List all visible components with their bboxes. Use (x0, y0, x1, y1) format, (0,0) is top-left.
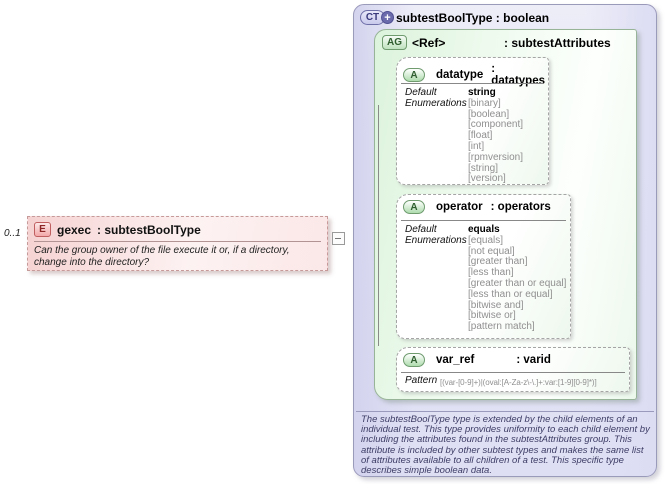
element-card-gexec[interactable]: E gexec : subtestBoolType Can the group … (27, 216, 328, 271)
complex-type-badge[interactable]: CT + (360, 10, 394, 25)
divider (401, 83, 544, 84)
enum-value: [less than] (468, 267, 514, 279)
attribute-facets: Pattern [(var-[0-9]+)|(oval:[A-Za-z\-\.]… (405, 375, 627, 389)
complex-type-card: CT + subtestBoolType : boolean AG <Ref> … (353, 4, 657, 477)
attribute-type: : operators (490, 201, 551, 213)
attribute-facets: Default Enumerations string [binary] [bo… (405, 87, 546, 185)
enum-value: [bitwise or] (468, 310, 516, 322)
facet-label-enumerations: Enumerations (405, 97, 467, 109)
expand-plus-icon[interactable]: + (381, 11, 394, 24)
enum-value: [rpmversion] (468, 151, 524, 163)
attribute-name: var_ref (436, 354, 475, 366)
enum-value: [greater than or equal] (468, 277, 567, 289)
enum-value: [string] (468, 162, 499, 174)
attribute-group-badge: AG (382, 35, 407, 50)
facet-label-default: Default (405, 224, 437, 235)
element-documentation: Can the group owner of the file execute … (34, 245, 290, 268)
element-badge: E (34, 222, 51, 237)
pattern-value: [(var-[0-9]+)|(oval:[A-Za-z\-\.]+:var:[1… (440, 378, 597, 387)
divider (401, 220, 566, 221)
attribute-card-datatype[interactable]: A datatype : datatypes Default Enumerati… (396, 57, 549, 185)
attribute-name: datatype (436, 69, 484, 81)
divider (34, 241, 321, 242)
attribute-badge: A (403, 353, 425, 367)
attribute-header: A operator : operators (403, 200, 551, 214)
collapse-dash-icon (335, 238, 341, 239)
enum-value: [component] (468, 119, 524, 131)
element-name: gexec (57, 223, 92, 237)
attribute-card-var-ref[interactable]: A var_ref : varid Pattern [(var-[0-9]+)|… (396, 347, 630, 392)
attribute-facets: Default Enumerations equals [equals] [no… (405, 224, 568, 333)
enum-value: [less than or equal] (468, 288, 553, 300)
attribute-badge: A (403, 200, 425, 214)
divider (356, 411, 654, 412)
enum-value: [boolean] (468, 108, 510, 120)
facet-label-pattern: Pattern (405, 375, 438, 386)
facet-label-enumerations: Enumerations (405, 234, 467, 246)
enum-value: [equals] (468, 234, 504, 246)
enum-value: [version] (468, 173, 506, 185)
attribute-group-name: <Ref> (412, 36, 446, 50)
attribute-name: operator (436, 201, 483, 213)
attribute-header: A datatype : datatypes (403, 63, 548, 87)
complex-type-title: subtestBoolType : boolean (396, 11, 550, 25)
default-value: string (468, 87, 496, 98)
attribute-type: : varid (516, 354, 551, 366)
default-value: equals (468, 224, 500, 235)
enum-value: [binary] (468, 97, 501, 109)
collapse-toggle[interactable] (332, 232, 345, 245)
attribute-group-type: : subtestAttributes (504, 36, 611, 50)
attribute-card-operator[interactable]: A operator : operators Default Enumerati… (396, 194, 571, 339)
enum-value: [not equal] (468, 245, 515, 257)
facet-label-default: Default (405, 87, 437, 98)
enum-value: [pattern match] (468, 321, 535, 333)
connector-bus-line (378, 105, 379, 346)
type-annotation: The subtestBoolType type is extended by … (361, 414, 650, 477)
enum-value: [bitwise and] (468, 299, 524, 311)
enum-value: [float] (468, 130, 493, 142)
attribute-header: A var_ref : varid (403, 353, 551, 367)
attribute-type: : datatypes (491, 63, 545, 87)
divider (401, 372, 625, 373)
enum-value: [greater than] (468, 256, 528, 268)
cardinality-label: 0..1 (4, 228, 21, 239)
attribute-badge: A (403, 68, 425, 82)
element-type: : subtestBoolType (97, 223, 201, 237)
attribute-group-card[interactable]: AG <Ref> : subtestAttributes A datatype … (374, 29, 637, 400)
enum-value: [int] (468, 140, 485, 152)
